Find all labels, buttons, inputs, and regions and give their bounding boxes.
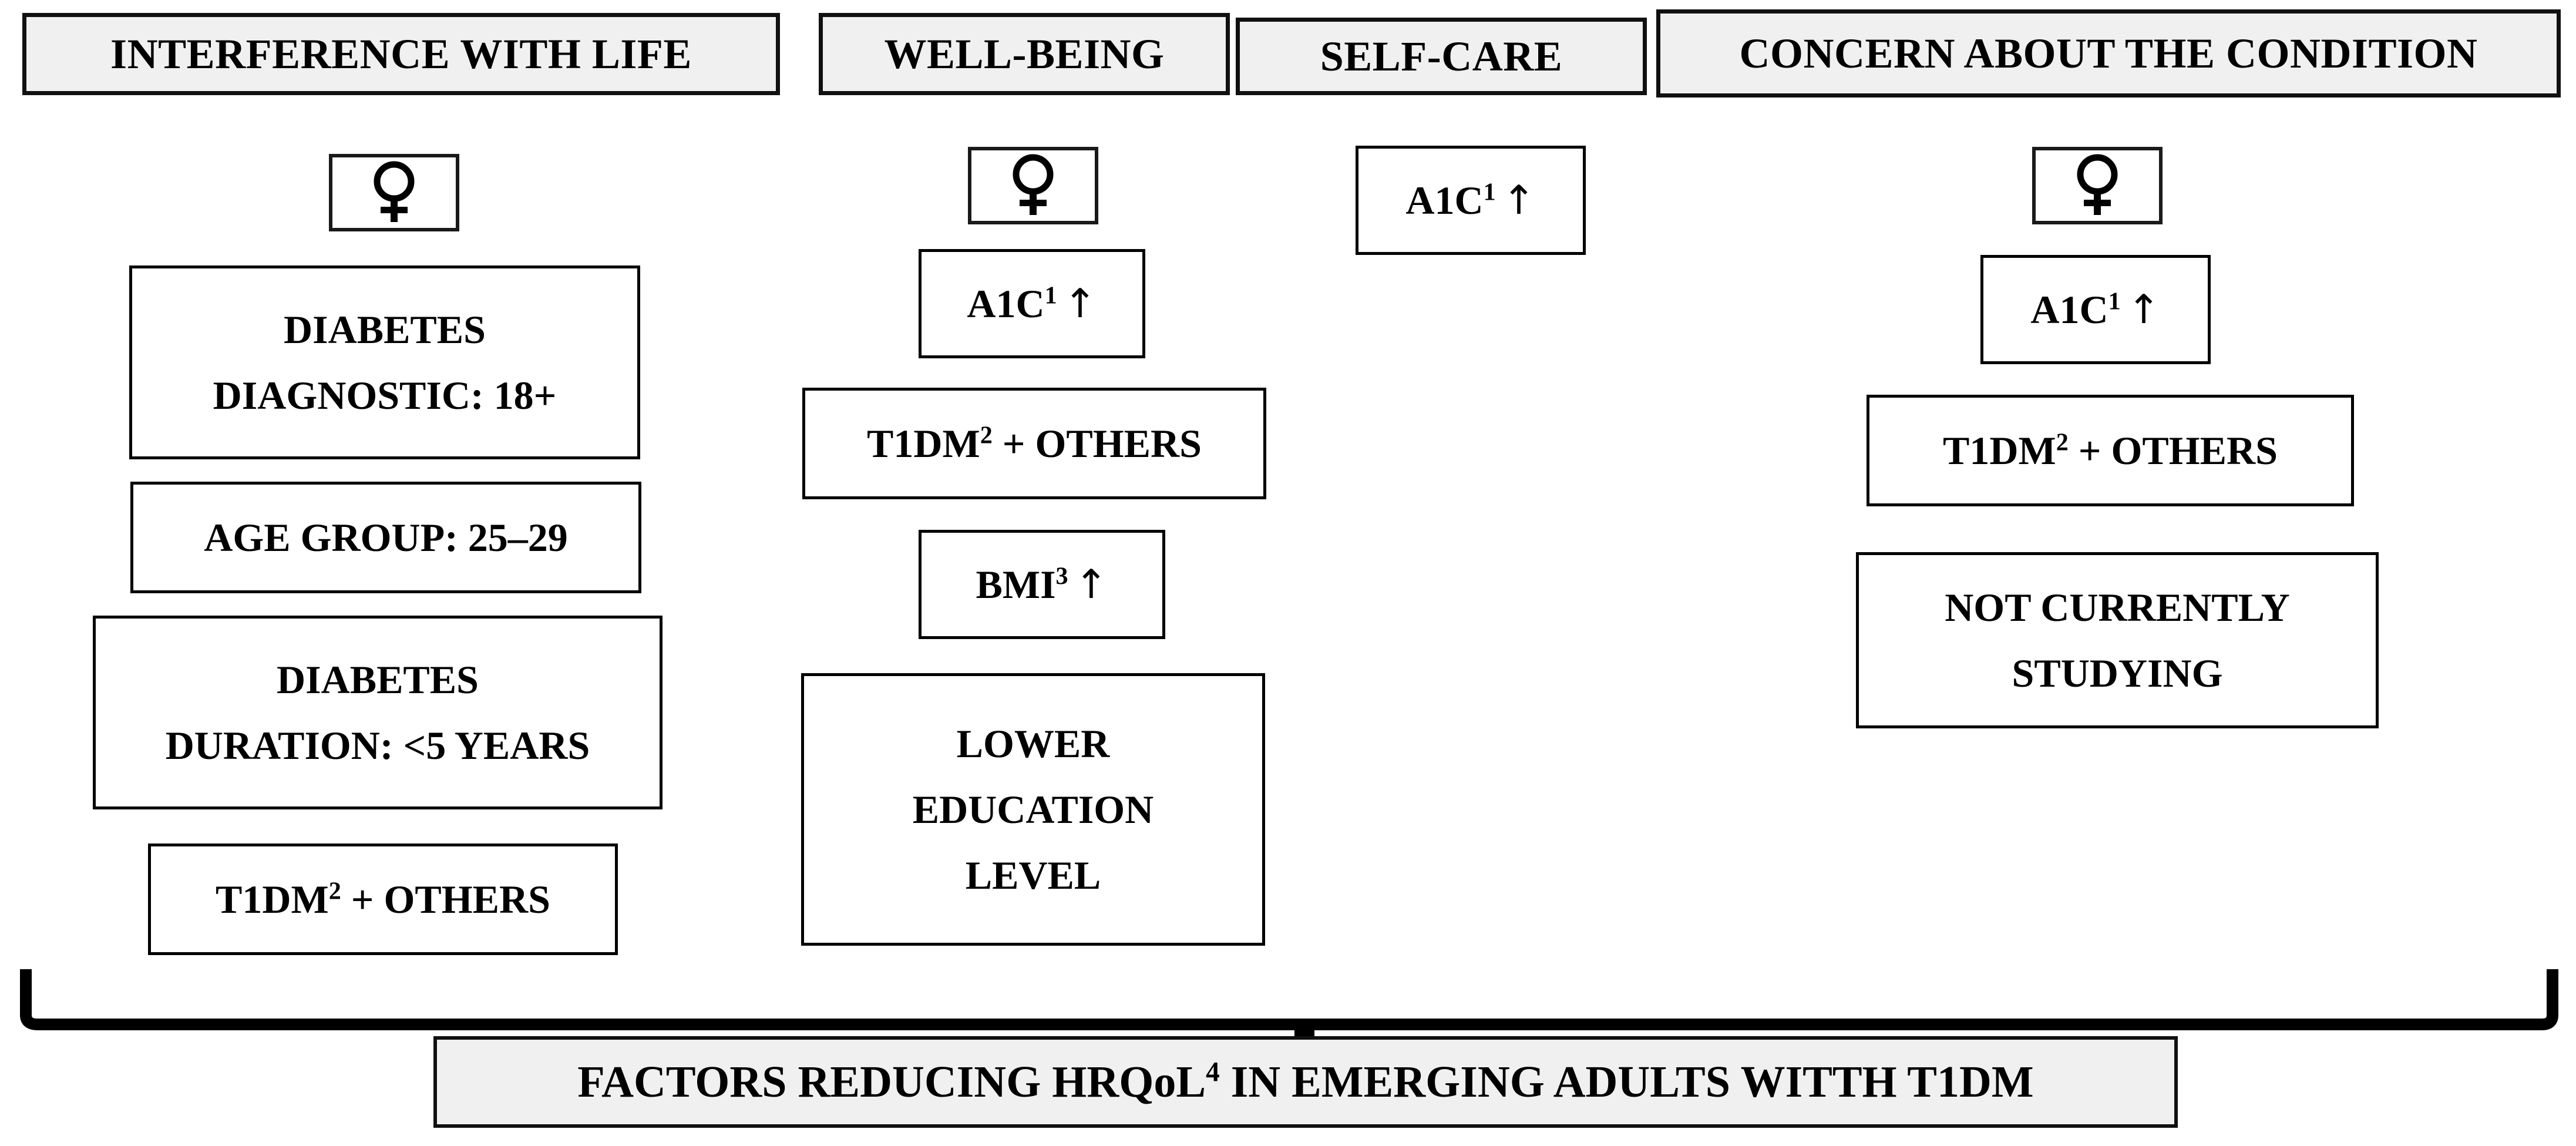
venus-icon-box-concern xyxy=(2032,147,2163,224)
box-superscript: 2 xyxy=(2056,428,2069,456)
box-lower-education-level: LOWER EDUCATION LEVEL xyxy=(801,673,1265,946)
box-not-currently-studying: NOT CURRENTLY STUDYING xyxy=(1856,552,2379,728)
box-line: LEVEL xyxy=(965,853,1101,898)
box-line: STUDYING xyxy=(2012,651,2223,695)
box-text-pre: BMI xyxy=(976,562,1056,607)
header-self-care: SELF-CARE xyxy=(1236,18,1647,95)
header-label: CONCERN ABOUT THE CONDITION xyxy=(1739,30,2478,77)
box-bmi-wellbeing: BMI3↑ xyxy=(919,530,1165,639)
box-line: EDUCATION xyxy=(912,787,1154,832)
box-text-pre: T1DM xyxy=(216,877,329,922)
box-line: LOWER xyxy=(956,721,1110,766)
box-line: T1DM2 + OTHERS xyxy=(216,879,550,919)
box-superscript: 1 xyxy=(2108,287,2121,315)
box-line: A1C1↑ xyxy=(967,280,1097,327)
box-t1dm-others-wellbeing: T1DM2 + OTHERS xyxy=(802,388,1266,499)
box-a1c-wellbeing: A1C1↑ xyxy=(919,249,1145,358)
box-line: DURATION: <5 YEARS xyxy=(165,723,590,768)
up-arrow-icon: ↑ xyxy=(1502,177,1536,224)
box-superscript: 1 xyxy=(1044,281,1057,309)
up-arrow-icon: ↑ xyxy=(1074,561,1108,608)
box-age-group: AGE GROUP: 25–29 xyxy=(130,482,641,593)
header-concern-about-the-condition: CONCERN ABOUT THE CONDITION xyxy=(1656,9,2561,98)
header-label: WELL-BEING xyxy=(884,31,1165,78)
footer-label: FACTORS REDUCING HRQoL4 IN EMERGING ADUL… xyxy=(577,1057,2034,1107)
box-superscript: 1 xyxy=(1483,177,1496,206)
box-a1c-concern: A1C1↑ xyxy=(1980,255,2211,364)
box-diabetes-duration: DIABETES DURATION: <5 YEARS xyxy=(93,616,663,809)
box-text-pre: A1C xyxy=(967,281,1045,326)
venus-icon xyxy=(1006,153,1060,219)
box-text-pre: T1DM xyxy=(1943,428,2056,473)
header-interference-with-life: INTERFERENCE WITH LIFE xyxy=(22,13,780,95)
footer-bar-factors-reducing-hrqol: FACTORS REDUCING HRQoL4 IN EMERGING ADUL… xyxy=(433,1036,2178,1128)
box-line: NOT CURRENTLY xyxy=(1945,585,2290,630)
box-text-post: + OTHERS xyxy=(2068,428,2278,473)
box-superscript: 3 xyxy=(1055,562,1068,590)
box-line: DIAGNOSTIC: 18+ xyxy=(213,373,557,418)
header-label: SELF-CARE xyxy=(1320,33,1563,80)
footer-text-post: IN EMERGING ADULTS WITTH T1DM xyxy=(1219,1057,2034,1107)
box-line: A1C1↑ xyxy=(1405,177,1536,224)
box-text-post: + OTHERS xyxy=(992,421,1202,466)
box-line: DIABETES xyxy=(284,307,486,352)
box-text-pre: T1DM xyxy=(867,421,980,466)
box-line: BMI3↑ xyxy=(976,561,1108,608)
box-line: AGE GROUP: 25–29 xyxy=(204,515,568,560)
box-superscript: 2 xyxy=(980,421,993,449)
box-line: T1DM2 + OTHERS xyxy=(1943,428,2278,473)
box-line: T1DM2 + OTHERS xyxy=(867,421,1202,466)
header-well-being: WELL-BEING xyxy=(819,13,1230,95)
venus-icon-box-wellbeing xyxy=(968,147,1098,224)
venus-icon-box-interference xyxy=(329,154,459,231)
box-text-pre: A1C xyxy=(2030,287,2108,332)
box-line: A1C1↑ xyxy=(2030,286,2161,333)
box-t1dm-others-concern: T1DM2 + OTHERS xyxy=(1867,395,2354,506)
up-arrow-icon: ↑ xyxy=(2127,286,2161,333)
footer-text-pre: FACTORS REDUCING HRQoL xyxy=(577,1057,1206,1107)
box-text-post: + OTHERS xyxy=(341,877,550,922)
box-diabetes-diagnostic: DIABETES DIAGNOSTIC: 18+ xyxy=(129,266,640,459)
box-line: DIABETES xyxy=(277,657,479,702)
box-t1dm-others-interference: T1DM2 + OTHERS xyxy=(148,843,618,955)
header-label: INTERFERENCE WITH LIFE xyxy=(110,31,692,78)
box-text-pre: A1C xyxy=(1405,177,1484,223)
up-arrow-icon: ↑ xyxy=(1063,280,1097,327)
box-superscript: 2 xyxy=(328,877,341,905)
box-a1c-selfcare: A1C1↑ xyxy=(1356,146,1586,255)
venus-icon xyxy=(367,160,421,226)
venus-icon xyxy=(2070,153,2124,219)
footer-superscript: 4 xyxy=(1206,1057,1220,1088)
